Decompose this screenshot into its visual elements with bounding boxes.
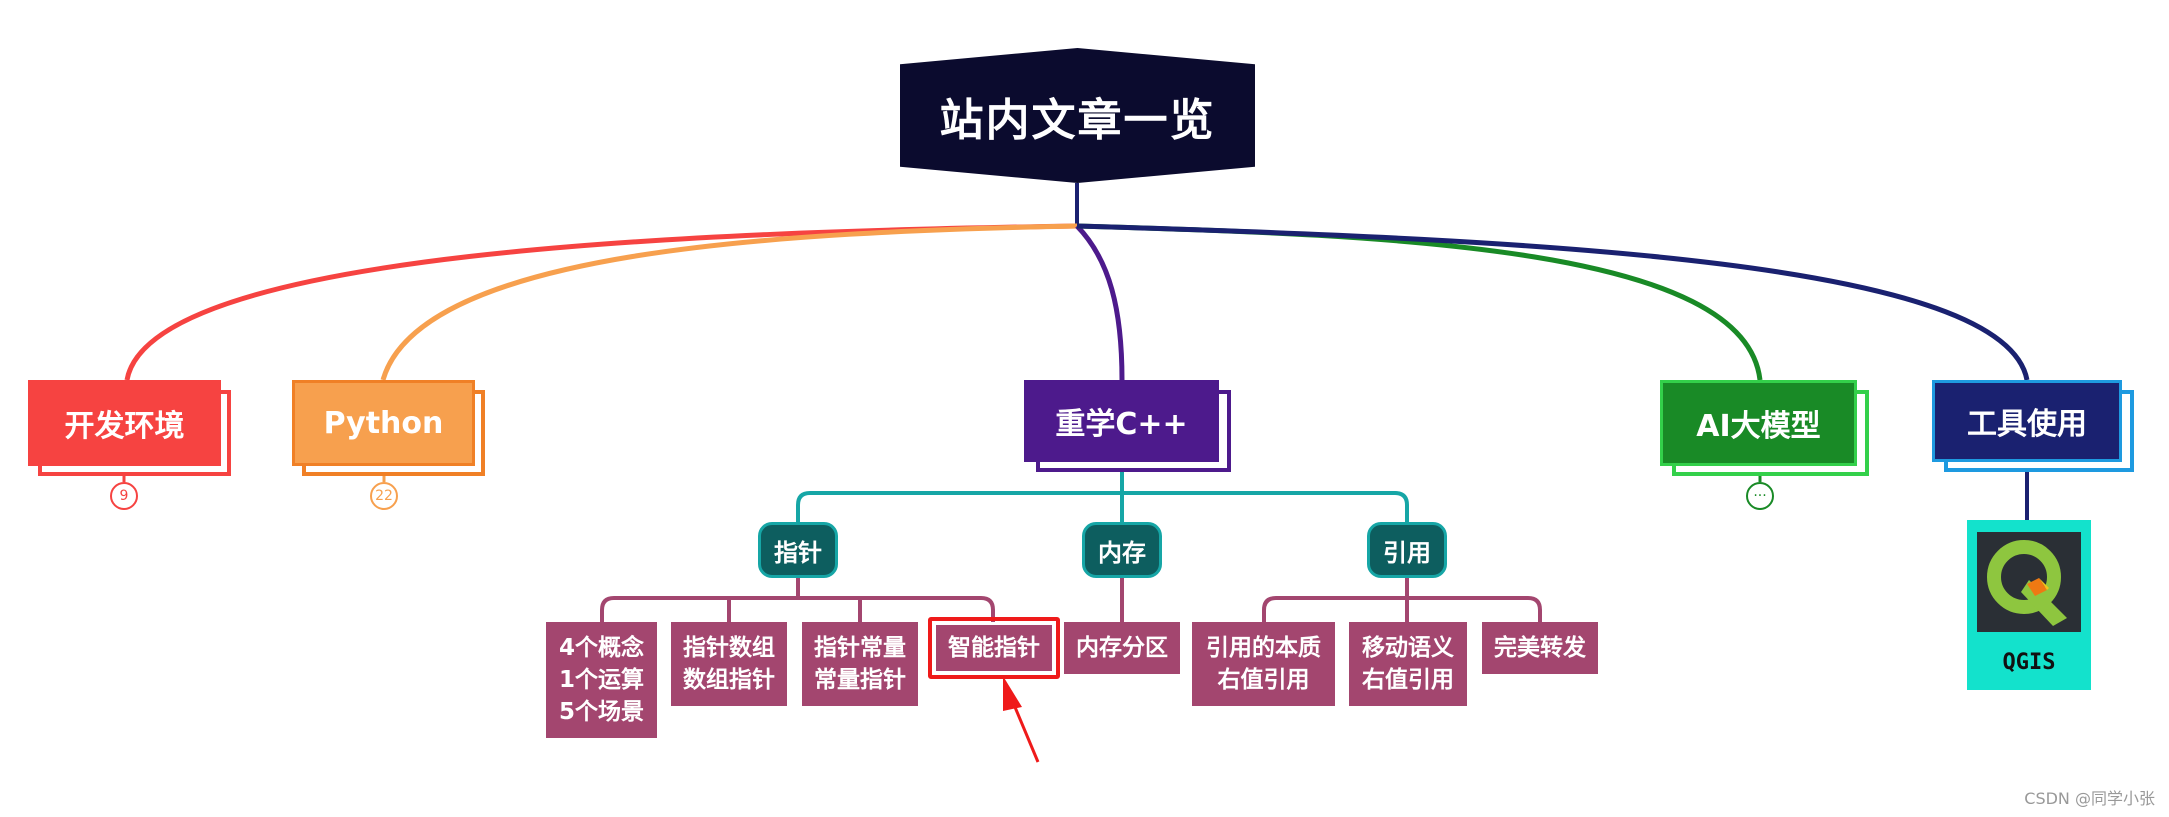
leaf-pointer-concepts[interactable]: 4个概念 1个运算 5个场景 [546,622,657,738]
python-count-badge[interactable]: 22 [370,482,398,510]
branch-tools[interactable]: 工具使用 [1932,380,2122,462]
leaf-perfect-forwarding[interactable]: 完美转发 [1482,622,1598,674]
teal-branch-right [1122,491,1409,522]
leaf-line: 智能指针 [948,635,1040,661]
leaf-line: 右值引用 [1362,667,1454,693]
ai-more-badge[interactable]: ··· [1746,482,1774,510]
leaf-line: 引用的本质 [1206,635,1321,661]
root-title: 站内文章一览 [939,94,1216,146]
leaf-pointer-array[interactable]: 指针数组 数组指针 [671,622,787,706]
branch-ai[interactable]: AI大模型 [1660,380,1857,466]
branch-python[interactable]: Python [292,380,475,466]
group-memory-label: 内存 [1098,538,1146,567]
leaf-line: 1个运算 [558,667,644,693]
leaf-line: 数组指针 [683,667,775,693]
ai-more: ··· [1753,488,1767,504]
qgis-card[interactable]: QGIS [1967,520,2091,690]
qgis-logo-icon [1977,532,2081,632]
leaf-memory-partition[interactable]: 内存分区 [1064,622,1180,674]
line-dev-env [124,223,1078,381]
group-reference[interactable]: 引用 [1367,522,1447,578]
watermark: CSDN @同学小张 [2024,789,2155,808]
red-arrow-icon [1003,676,1040,763]
line-python [380,223,1078,381]
branch-cpp-label: 重学C++ [1055,407,1188,442]
leaf-line: 指针数组 [683,635,775,661]
branch-cpp[interactable]: 重学C++ [1024,380,1219,462]
leaf-line: 右值引用 [1217,667,1310,693]
leaf-reference-essence[interactable]: 引用的本质 右值引用 [1192,622,1335,706]
group-reference-label: 引用 [1383,538,1431,567]
leaf-move-semantics[interactable]: 移动语义 右值引用 [1349,622,1467,706]
leaf-pointer-const[interactable]: 指针常量 常量指针 [802,622,918,706]
smart-pointer-highlight [928,617,1060,679]
teal-branch-left [796,491,1122,522]
dev-env-count-badge[interactable]: 9 [110,482,138,510]
leaf-smart-pointer[interactable]: 智能指针 [936,625,1052,671]
leaf-line: 内存分区 [1076,635,1168,661]
leaf-line: 4个概念 [558,635,644,661]
root-node[interactable]: 站内文章一览 [900,48,1255,183]
group-pointer-label: 指针 [774,538,822,567]
group-pointer[interactable]: 指针 [758,522,838,578]
line-cpp [1075,224,1125,381]
leaf-line: 5个场景 [558,699,644,725]
qgis-label: QGIS [2002,650,2056,675]
line-ai [1076,223,1763,381]
leaf-line: 移动语义 [1362,635,1454,661]
leaf-line: 指针常量 [814,635,906,661]
leaf-line: 完美转发 [1494,635,1586,661]
branch-python-label: Python [323,405,444,441]
branch-tools-label: 工具使用 [1967,407,2087,442]
branch-ai-label: AI大模型 [1696,409,1821,444]
leaf-line: 常量指针 [814,667,906,693]
python-count: 22 [375,488,393,504]
group-memory[interactable]: 内存 [1082,522,1162,578]
dev-env-count: 9 [119,488,129,504]
line-tools [1076,223,2030,381]
branch-dev-env[interactable]: 开发环境 [28,380,221,466]
branch-dev-env-label: 开发环境 [64,409,185,444]
